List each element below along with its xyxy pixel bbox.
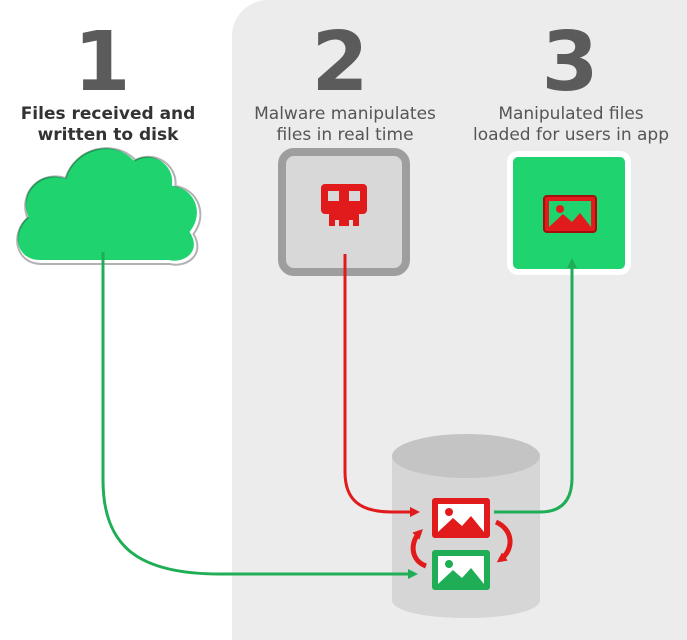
step-3-caption: Manipulated files loaded for users in ap… — [456, 104, 686, 146]
step-3-box — [507, 151, 631, 275]
cloud-icon — [13, 144, 202, 266]
step-1-number: 1 — [73, 15, 131, 110]
step-1-caption: Files received and written to disk — [0, 104, 216, 146]
swap-arrow-left — [410, 529, 428, 569]
original-file-icon — [432, 550, 490, 590]
step-3-caption-line-1: Manipulated files — [498, 104, 644, 124]
step-2-caption-line-2: files in real time — [276, 125, 414, 145]
step-1-caption-line-1: Files received and — [20, 104, 196, 124]
arrow-cloud-to-database — [101, 252, 418, 579]
step-2-number: 2 — [311, 15, 369, 110]
arrow-database-to-app — [494, 258, 577, 514]
step-2-caption-line-1: Malware manipulates — [254, 104, 436, 124]
skull-icon — [321, 184, 367, 226]
step-3-caption-line-2: loaded for users in app — [472, 125, 669, 145]
step-2-caption: Malware manipulates files in real time — [232, 104, 458, 146]
image-icon — [543, 195, 597, 233]
arrow-malware-to-file — [343, 254, 420, 517]
manipulated-file-icon — [432, 498, 490, 538]
step-3-number: 3 — [541, 15, 599, 110]
swap-arrow-right — [494, 519, 513, 563]
step-1-caption-line-2: written to disk — [37, 125, 179, 145]
